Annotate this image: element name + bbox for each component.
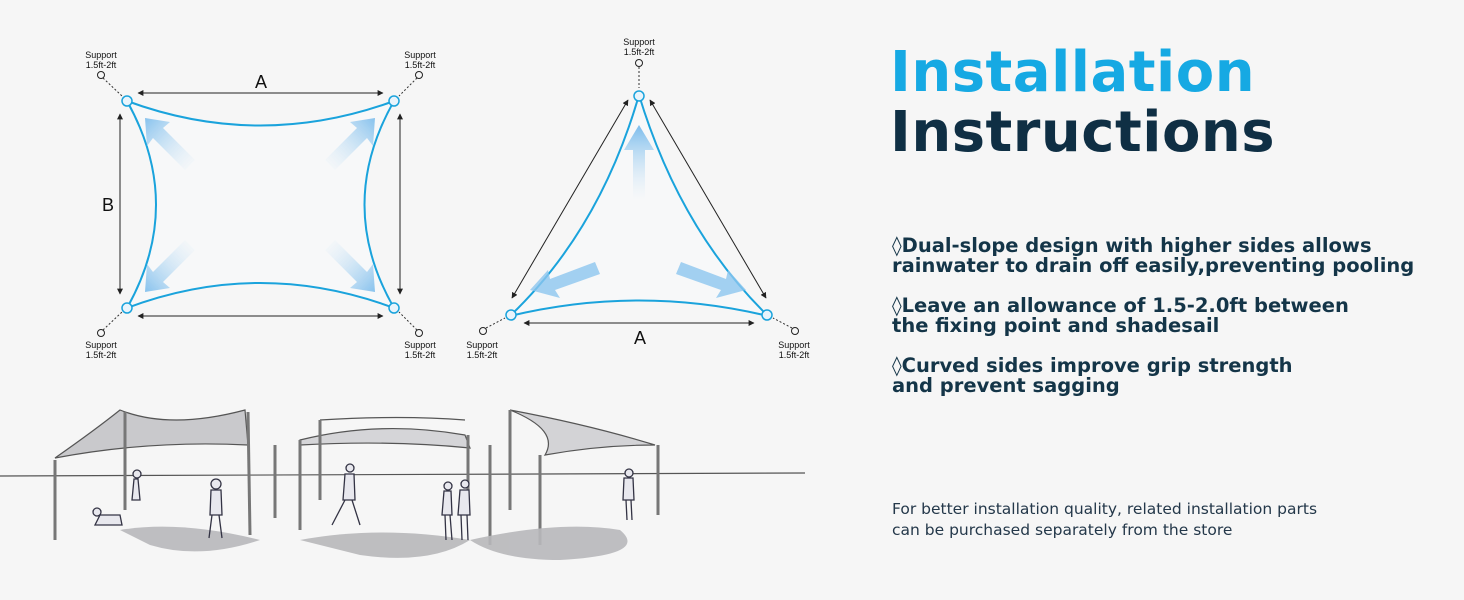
- svg-text:Support: Support: [85, 340, 117, 350]
- support-bottom-right: Support 1.5ft-2ft: [398, 311, 436, 360]
- triangle-dimension-a-label: A: [634, 328, 646, 348]
- dimension-b-label: B: [102, 195, 114, 215]
- svg-text:1.5ft-2ft: 1.5ft-2ft: [86, 60, 117, 70]
- bullet-line: rainwater to drain off easily,preventing…: [892, 254, 1415, 277]
- svg-text:1.5ft-2ft: 1.5ft-2ft: [86, 350, 117, 360]
- bullet-allowance: ◊Leave an allowance of 1.5-2.0ft between…: [892, 296, 1432, 336]
- tension-arrows: [145, 118, 375, 292]
- bullet-line: ◊Leave an allowance of 1.5-2.0ft between: [892, 294, 1349, 317]
- svg-text:1.5ft-2ft: 1.5ft-2ft: [624, 47, 655, 57]
- support-top-left: Support 1.5ft-2ft: [85, 50, 123, 97]
- note-line: For better installation quality, related…: [892, 500, 1318, 518]
- note-line: can be purchased separately from the sto…: [892, 521, 1233, 539]
- svg-text:Support: Support: [404, 340, 436, 350]
- triangle-shade-sail-diagram: Support 1.5ft-2ft Support 1.5ft-2ft Supp…: [466, 37, 810, 360]
- svg-text:Support: Support: [623, 37, 655, 47]
- bullet-line: ◊Curved sides improve grip strength: [892, 354, 1293, 377]
- support-bottom-left: Support 1.5ft-2ft: [85, 311, 123, 360]
- dimension-a-label: A: [255, 72, 267, 92]
- bullet-dual-slope: ◊Dual-slope design with higher sides all…: [892, 236, 1432, 276]
- svg-text:1.5ft-2ft: 1.5ft-2ft: [779, 350, 810, 360]
- heading-installation: Installation: [890, 40, 1256, 105]
- rectangle-shade-sail-diagram: Support 1.5ft-2ft Support 1.5ft-2ft Supp…: [85, 50, 436, 360]
- svg-text:1.5ft-2ft: 1.5ft-2ft: [405, 60, 436, 70]
- shade-sail-sketch-illustration: [0, 409, 806, 560]
- svg-text:Support: Support: [778, 340, 810, 350]
- installation-note: For better installation quality, related…: [892, 499, 1317, 541]
- people-sketches: [92, 463, 635, 541]
- bullet-curved-sides: ◊Curved sides improve grip strength and …: [892, 356, 1432, 396]
- svg-text:Support: Support: [466, 340, 498, 350]
- bullet-line: the fixing point and shadesail: [892, 314, 1220, 337]
- svg-text:Support: Support: [404, 50, 436, 60]
- svg-text:1.5ft-2ft: 1.5ft-2ft: [467, 350, 498, 360]
- heading-instructions: Instructions: [890, 100, 1276, 165]
- svg-text:1.5ft-2ft: 1.5ft-2ft: [405, 350, 436, 360]
- bullet-line: and prevent sagging: [892, 374, 1120, 397]
- svg-text:Support: Support: [85, 50, 117, 60]
- bullet-line: ◊Dual-slope design with higher sides all…: [892, 234, 1372, 257]
- support-top-right: Support 1.5ft-2ft: [398, 50, 436, 97]
